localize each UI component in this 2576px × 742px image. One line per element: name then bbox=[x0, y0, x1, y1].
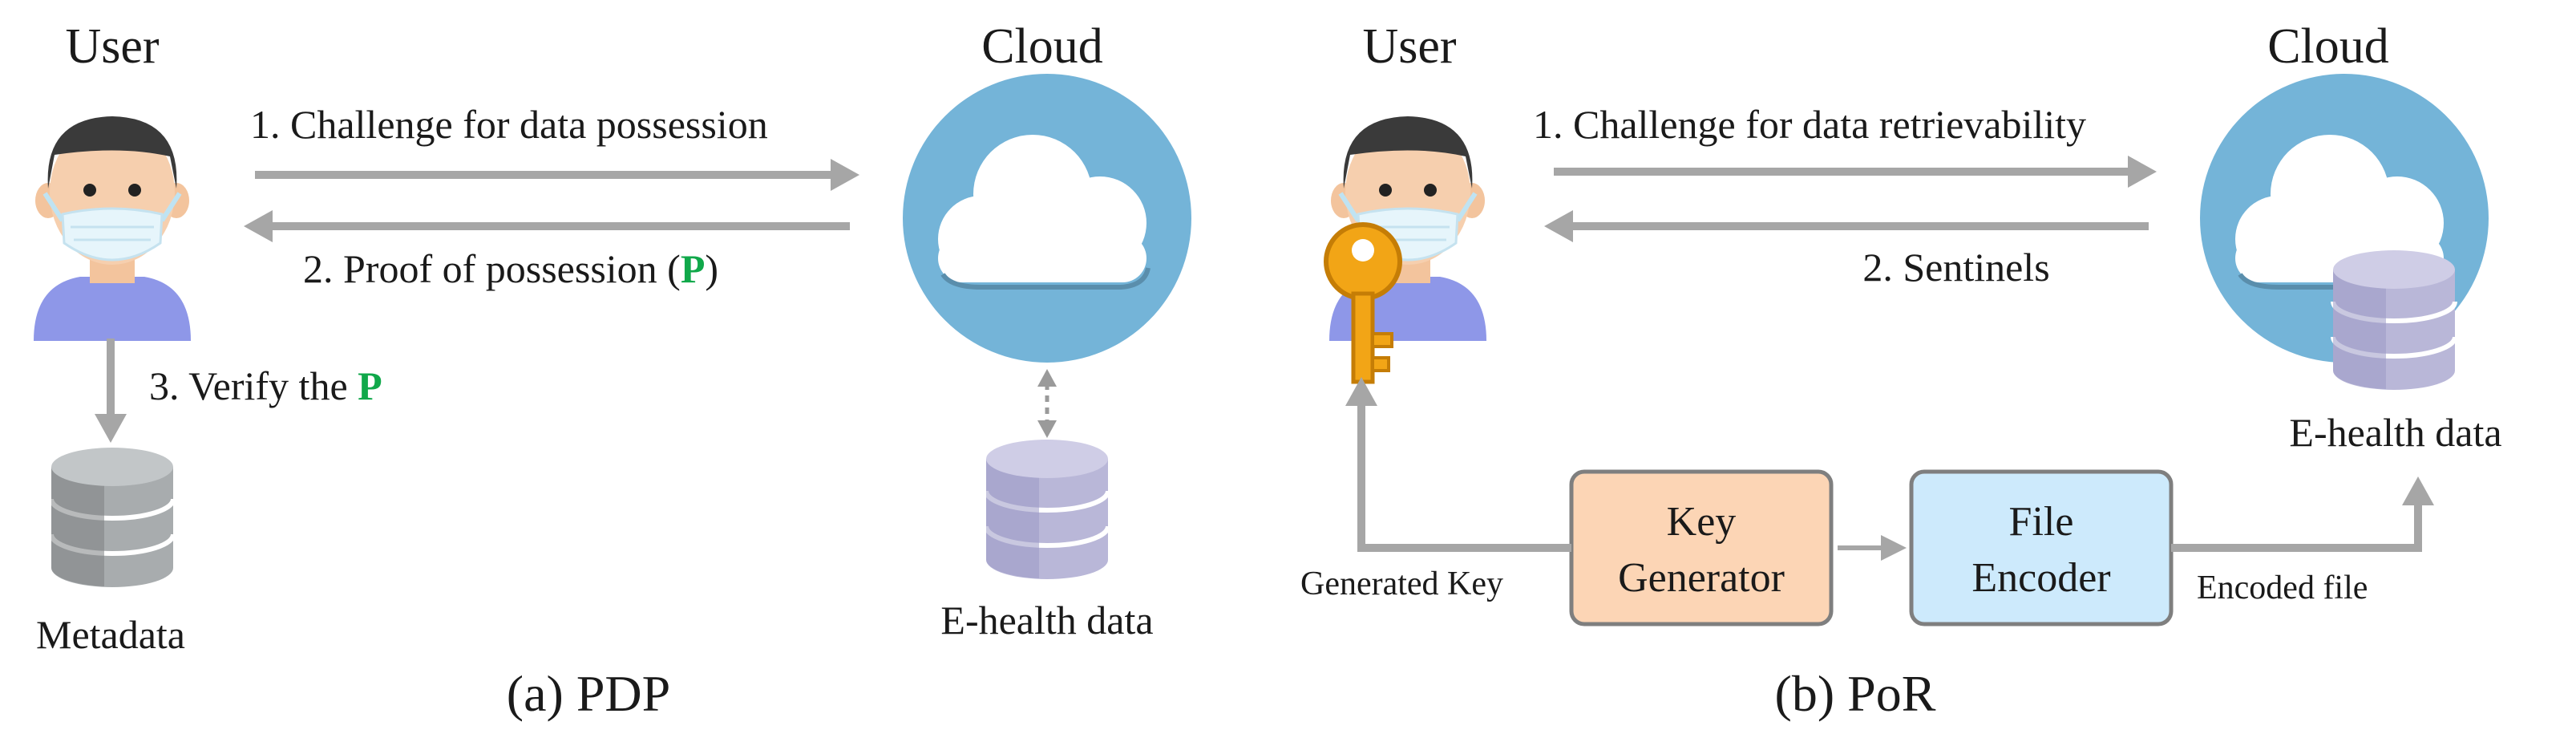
pdp-step3-p: P bbox=[358, 363, 382, 408]
por-ehealth-db-icon bbox=[2333, 250, 2455, 390]
pdp-proof-arrow bbox=[244, 210, 850, 242]
pdp-cloud-label: Cloud bbox=[981, 19, 1103, 74]
pdp-step3-label: 3. Verify the P bbox=[149, 363, 382, 408]
encoded-file-label: Encoded file bbox=[2197, 570, 2368, 606]
pdp-panel: User Cloud 1. Challenge for data possess… bbox=[34, 19, 1191, 722]
encoded-file-arrow bbox=[2171, 476, 2434, 552]
generated-key-label: Generated Key bbox=[1300, 566, 1503, 602]
pdp-step2-label: 2. Proof of possession (P) bbox=[303, 246, 718, 291]
pdp-metadata-label: Metadata bbox=[36, 612, 185, 657]
pdp-cloud-icon bbox=[903, 74, 1191, 363]
pdp-cloud-db-link bbox=[1037, 369, 1057, 438]
por-step1-label: 1. Challenge for data retrievability bbox=[1533, 102, 2086, 147]
file-encoder-line1: File bbox=[2009, 499, 2074, 545]
pdp-user-label: User bbox=[65, 19, 159, 74]
por-panel: User Cloud E-health data 1. Challenge fo… bbox=[1300, 19, 2502, 722]
pdp-user-icon bbox=[34, 116, 191, 341]
pdp-metadata-db-icon bbox=[51, 448, 173, 587]
por-cloud-label: Cloud bbox=[2267, 19, 2389, 74]
file-encoder-line2: Encoder bbox=[1971, 555, 2110, 601]
por-caption: (b) PoR bbox=[1775, 665, 1936, 722]
por-challenge-arrow bbox=[1554, 156, 2157, 188]
keygen-to-encoder-arrow bbox=[1838, 535, 1907, 561]
generated-key-arrow bbox=[1345, 377, 1571, 552]
key-generator-line1: Key bbox=[1667, 499, 1737, 545]
file-encoder-box: File Encoder bbox=[1909, 469, 2174, 626]
por-sentinels-arrow bbox=[1544, 210, 2149, 242]
pdp-step1-label: 1. Challenge for data possession bbox=[250, 102, 768, 147]
pdp-ehealth-db-icon bbox=[986, 440, 1108, 579]
pdp-ehealth-label: E-health data bbox=[940, 598, 1153, 643]
por-user-label: User bbox=[1362, 19, 1456, 74]
por-step2-label: 2. Sentinels bbox=[1862, 245, 2049, 290]
pdp-challenge-arrow bbox=[255, 159, 859, 191]
key-generator-line2: Generator bbox=[1618, 555, 1785, 601]
pdp-verify-arrow bbox=[95, 339, 127, 443]
key-generator-box: Key Generator bbox=[1569, 469, 1834, 626]
pdp-caption: (a) PDP bbox=[507, 665, 670, 722]
por-ehealth-label: E-health data bbox=[2289, 410, 2501, 455]
pdp-step2-p: P bbox=[681, 246, 706, 291]
